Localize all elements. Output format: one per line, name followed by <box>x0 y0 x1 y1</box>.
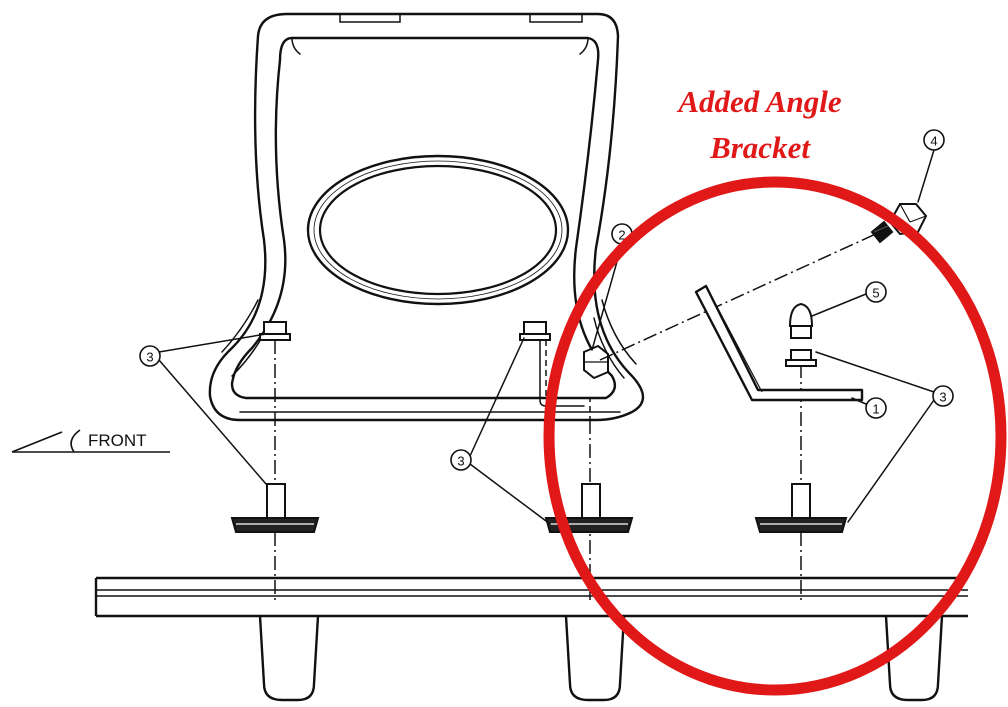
highlight-circle <box>543 176 1007 696</box>
flange-bolt-middle <box>519 321 551 341</box>
annotation-line-2: Bracket <box>709 130 811 165</box>
callout-4: 4 <box>923 129 945 151</box>
svg-text:1: 1 <box>872 402 879 417</box>
callout-5: 5 <box>865 281 887 303</box>
svg-text:3: 3 <box>939 390 946 405</box>
flange-bolt-left <box>259 321 291 341</box>
svg-text:3: 3 <box>146 350 153 365</box>
callout-1: 1 <box>865 397 887 419</box>
front-label: FRONT <box>88 431 147 450</box>
front-direction-arrow <box>11 429 170 453</box>
foot-right <box>884 614 944 702</box>
hidden-bracket-profile <box>545 340 591 420</box>
foot-left <box>258 614 320 702</box>
leader-lines <box>158 149 935 525</box>
cap-nut <box>788 302 814 339</box>
callout-3-left: 3 <box>139 345 161 367</box>
svg-text:4: 4 <box>930 134 937 149</box>
stud-grommet-right <box>754 483 848 533</box>
side-bolt <box>583 344 609 380</box>
oval-emblem <box>306 154 570 306</box>
svg-text:3: 3 <box>457 454 464 469</box>
callout-3-middle: 3 <box>450 449 472 471</box>
angle-bracket <box>694 284 864 402</box>
stud-grommet-left <box>230 483 320 533</box>
base-rail <box>94 576 968 618</box>
annotation-line-1: Added Angle <box>676 84 842 119</box>
bolt-axis-line <box>599 231 881 361</box>
svg-text:2: 2 <box>618 228 625 243</box>
callout-3-right: 3 <box>932 385 954 407</box>
flange-nut-right <box>785 349 817 367</box>
seat-body <box>208 12 645 422</box>
svg-text:5: 5 <box>872 286 879 301</box>
foot-middle <box>564 614 626 702</box>
